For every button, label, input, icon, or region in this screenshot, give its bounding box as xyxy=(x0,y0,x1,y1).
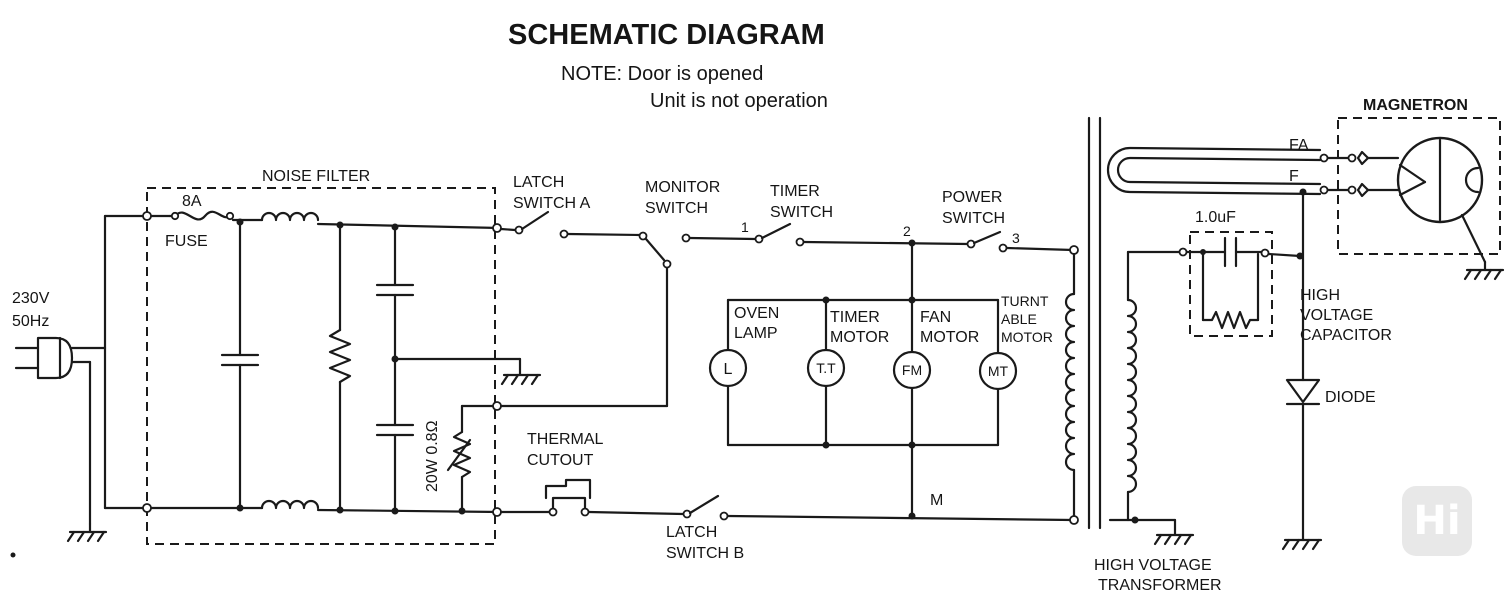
hv-capacitor-box xyxy=(1189,231,1273,337)
timer-motor-label-2: MOTOR xyxy=(830,329,889,346)
latch-switch-a xyxy=(499,210,642,239)
turntable-motor-label-1: TURNT xyxy=(1001,293,1049,309)
timer-motor-label-1: TIMER xyxy=(830,309,880,326)
capacitor-value: 1.0uF xyxy=(1195,209,1236,226)
monitor-switch-label-2: SWITCH xyxy=(645,200,708,217)
ground-symbol-magnetron xyxy=(1463,268,1505,281)
thermal-cutout xyxy=(499,478,685,517)
watermark-logo: Hi xyxy=(1402,486,1472,556)
transformer-core xyxy=(1087,116,1102,530)
fan-motor: FM xyxy=(892,350,932,390)
supply-voltage: 230V xyxy=(12,290,50,307)
fuse-rating: 8A xyxy=(182,193,202,210)
power-switch-label-2: SWITCH xyxy=(942,210,1005,227)
capacitor-label-1: HIGH xyxy=(1300,287,1340,304)
note-line-1: NOTE: Door is opened xyxy=(561,63,763,85)
transformer-filament-winding xyxy=(1106,146,1322,196)
turntable-motor-label-2: ABLE xyxy=(1001,311,1037,327)
capacitor-label-2: VOLTAGE xyxy=(1300,307,1373,324)
svg-text:FM: FM xyxy=(902,362,922,378)
latch-switch-b-label-1: LATCH xyxy=(666,524,717,541)
transformer-label-1: HIGH VOLTAGE xyxy=(1094,557,1212,574)
oven-lamp-label-1: OVEN xyxy=(734,305,779,322)
noise-filter-label: NOISE FILTER xyxy=(262,168,370,185)
filter-capacitors-y xyxy=(375,223,522,515)
filter-capacitor-1 xyxy=(220,218,260,512)
ground-symbol-left xyxy=(66,522,108,543)
fan-motor-label-2: MOTOR xyxy=(920,329,979,346)
resistor-rating: 20W 0.8Ω xyxy=(424,420,441,492)
capacitor-label-3: CAPACITOR xyxy=(1300,327,1392,344)
svg-text:L: L xyxy=(724,361,733,378)
timer-switch xyxy=(681,222,970,247)
latch-switch-a-label-1: LATCH xyxy=(513,174,564,191)
choke-top xyxy=(260,211,320,222)
stray-mark xyxy=(10,552,16,558)
power-switch xyxy=(966,230,1075,253)
fuse xyxy=(168,210,235,221)
power-switch-label-1: POWER xyxy=(942,189,1002,206)
note-line-2: Unit is not operation xyxy=(650,90,828,112)
timer-switch-label-1: TIMER xyxy=(770,183,820,200)
hv-capacitor xyxy=(1185,236,1302,330)
diode-label: DIODE xyxy=(1325,389,1376,406)
node-3-label: 3 xyxy=(1012,230,1020,246)
node-2-label: 2 xyxy=(903,223,911,239)
magnetron-tube xyxy=(1319,136,1487,272)
hv-rail xyxy=(1296,188,1307,382)
filter-resistor xyxy=(328,221,352,514)
latch-switch-b-label-2: SWITCH B xyxy=(666,545,744,562)
svg-text:T.T: T.T xyxy=(816,360,836,376)
oven-lamp: L xyxy=(708,348,748,388)
transformer-primary xyxy=(1064,252,1079,525)
node-1-label: 1 xyxy=(741,219,749,235)
node-m-label: M xyxy=(930,492,943,509)
ground-symbol-transformer xyxy=(1153,518,1195,546)
power-plug xyxy=(14,336,107,526)
thermal-cutout-label-1: THERMAL xyxy=(527,431,604,448)
turntable-motor: MT xyxy=(978,351,1018,391)
oven-lamp-label-2: LAMP xyxy=(734,325,778,342)
thermal-cutout-label-2: CUTOUT xyxy=(527,452,594,469)
ground-symbol-filter xyxy=(500,373,542,386)
magnetron-box xyxy=(1337,117,1501,255)
latch-switch-a-label-2: SWITCH A xyxy=(513,195,591,212)
hv-diode xyxy=(1285,378,1321,542)
noise-filter-box xyxy=(146,187,496,545)
fa-terminal-label: FA xyxy=(1289,137,1309,154)
timer-switch-label-2: SWITCH xyxy=(770,204,833,221)
supply-frequency: 50Hz xyxy=(12,313,49,330)
transformer-secondary xyxy=(1108,247,1188,524)
fan-motor-label-1: FAN xyxy=(920,309,951,326)
svg-text:MT: MT xyxy=(988,363,1009,379)
transformer-label-2: TRANSFORMER xyxy=(1098,577,1222,594)
ground-symbol-diode xyxy=(1281,538,1323,551)
timer-motor: T.T xyxy=(806,348,846,388)
turntable-motor-label-3: MOTOR xyxy=(1001,329,1053,345)
choke-bottom xyxy=(260,499,320,510)
fuse-label: FUSE xyxy=(165,233,208,250)
bleed-resistor xyxy=(446,404,499,515)
monitor-switch xyxy=(499,231,672,408)
diagram-title: SCHEMATIC DIAGRAM xyxy=(508,19,825,51)
magnetron-label: MAGNETRON xyxy=(1363,97,1468,114)
latch-switch-b xyxy=(682,494,1075,522)
monitor-switch-label-1: MONITOR xyxy=(645,179,720,196)
loads-network xyxy=(726,241,1000,520)
f-terminal-label: F xyxy=(1289,168,1299,185)
